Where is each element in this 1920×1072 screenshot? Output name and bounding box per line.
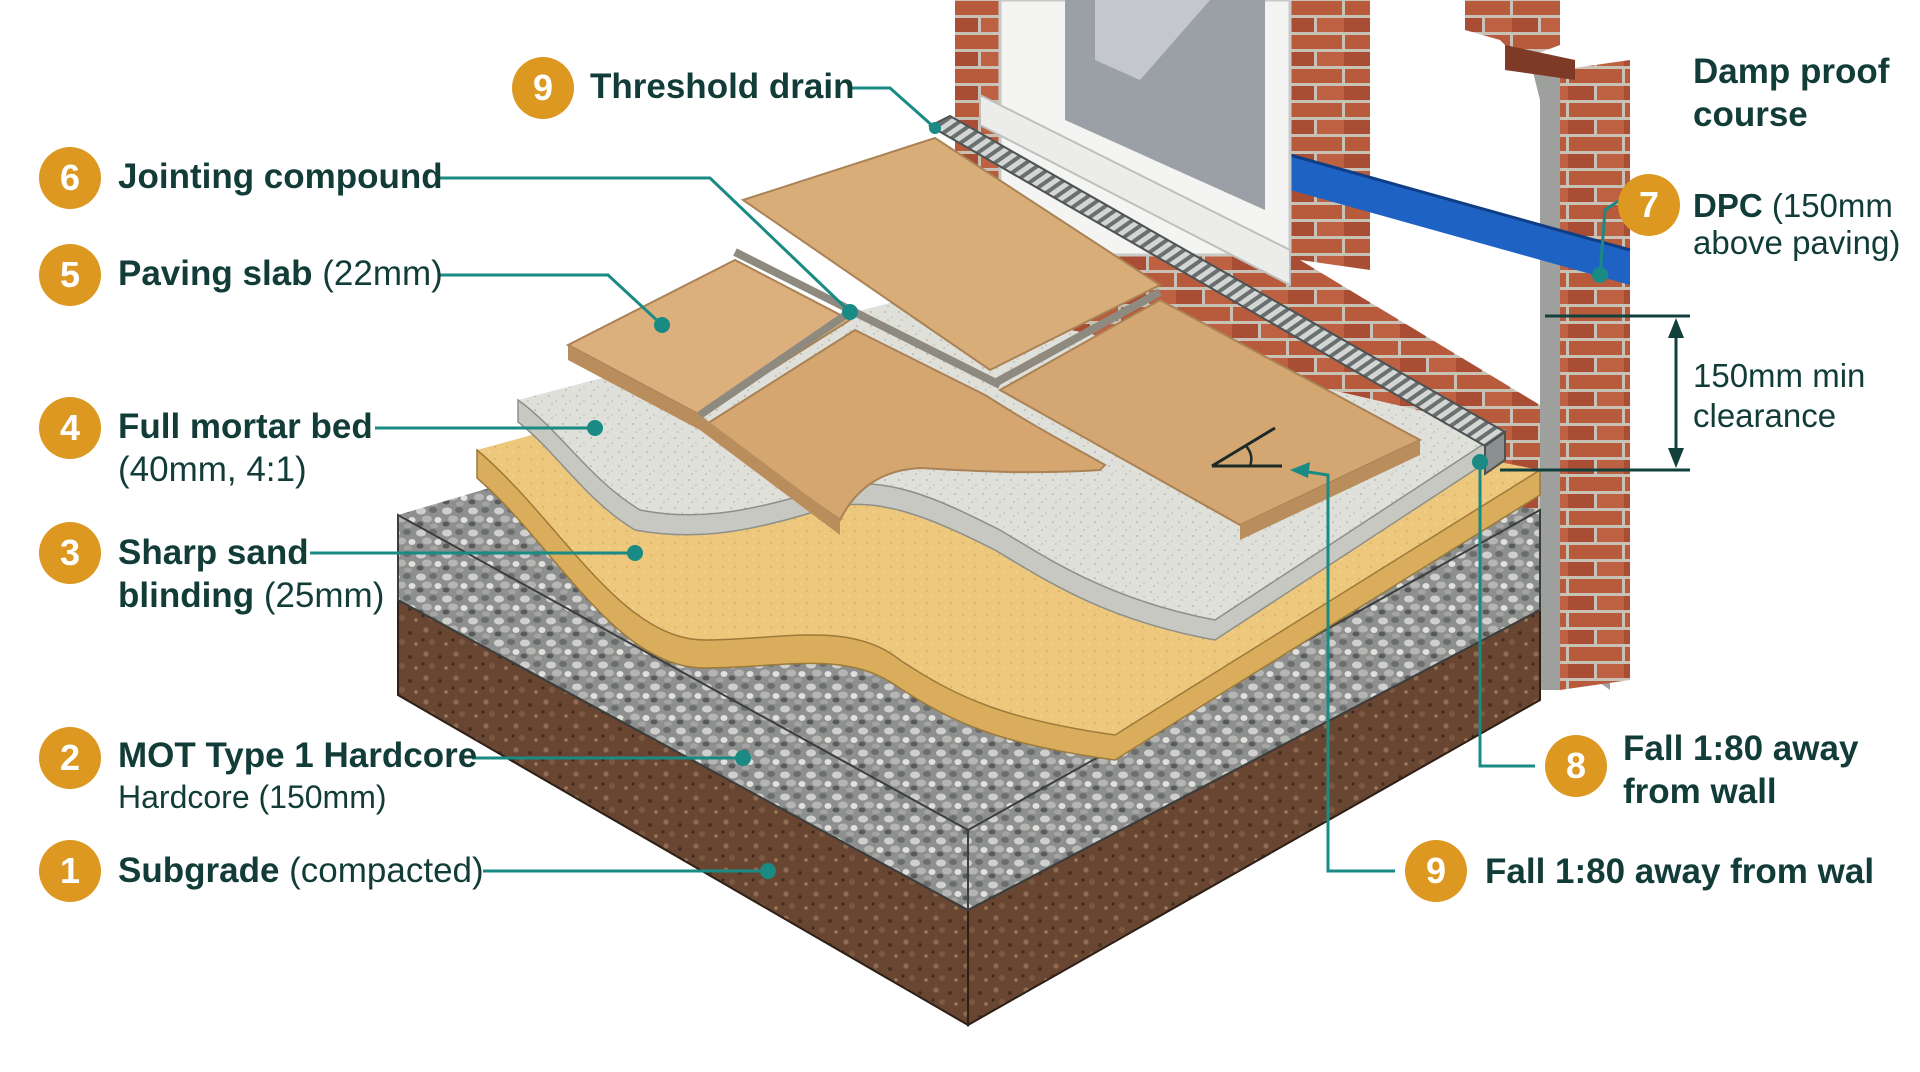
label-dpc-title: DPC xyxy=(1693,187,1763,224)
brick-stepped-top xyxy=(1465,0,1560,60)
label-damp-proof-course-line-2: course xyxy=(1693,94,1808,134)
paving-joint xyxy=(733,248,1002,389)
window xyxy=(979,0,1292,287)
dpc-band xyxy=(1290,155,1630,285)
label-dpc: DPC (150mm above paving) xyxy=(1693,186,1900,264)
label-paving-slab-title: Paving slab xyxy=(118,254,313,293)
paving-slabs xyxy=(565,136,1423,540)
label-paving-slab: Paving slab (22mm) xyxy=(118,253,443,296)
dpc-band-edge xyxy=(1289,153,1631,252)
label-paving-slab-detail: (22mm) xyxy=(322,254,443,293)
label-fall-wall-line-1: Fall 1:80 away xyxy=(1623,729,1859,768)
label-hardcore: MOT Type 1 Hardcore Hardcore (150mm) xyxy=(118,735,477,817)
label-mortar-bed-title: Full mortar bed xyxy=(118,407,373,446)
callout-badge-subgrade: 1 xyxy=(39,840,101,902)
label-damp-proof-course: Damp proof course xyxy=(1693,51,1889,136)
label-fall-drain: Fall 1:80 away from wal xyxy=(1485,851,1874,894)
label-subgrade-title: Subgrade xyxy=(118,851,280,890)
fall-symbol xyxy=(1245,445,1253,467)
label-threshold-drain: Threshold drain xyxy=(590,66,854,109)
callout-badge-paving: 5 xyxy=(39,244,101,306)
leader-dot xyxy=(1592,267,1608,283)
label-dpc-detail: (150mm xyxy=(1771,187,1893,224)
paving-slab-front xyxy=(703,328,1107,522)
paving-joint xyxy=(993,288,1162,387)
paving-joint xyxy=(697,308,853,419)
paving-slab-thickness-right xyxy=(1240,440,1420,540)
leader-dpc xyxy=(1598,198,1621,276)
brick-cap-shadow xyxy=(1505,45,1575,80)
leader-dot xyxy=(627,545,643,561)
callout-badge-hardcore: 2 xyxy=(39,727,101,789)
leader-jointing xyxy=(438,176,852,314)
label-sharp-sand-title-2: blinding xyxy=(118,575,255,615)
brick-wall-face-right xyxy=(1300,0,1370,270)
window-sill xyxy=(979,93,1291,287)
label-hardcore-detail: Hardcore (150mm) xyxy=(118,778,387,815)
hardcore-side xyxy=(967,508,1541,912)
callout-badge-dpc: 7 xyxy=(1618,174,1680,236)
callout-badge-fall-wall: 8 xyxy=(1545,735,1607,797)
threshold-drain xyxy=(927,114,1507,476)
label-clearance: 150mm min clearance xyxy=(1693,356,1865,437)
dimension-arrow-up xyxy=(1668,318,1684,338)
label-mortar-bed-detail: (40mm, 4:1) xyxy=(118,449,307,489)
leader-threshold xyxy=(850,86,936,130)
leader-dot xyxy=(929,122,941,134)
leader-lines xyxy=(310,86,1621,873)
label-fall-wall-line-2: from wall xyxy=(1623,771,1777,811)
label-clearance-line-1: 150mm min xyxy=(1693,357,1866,394)
callout-badge-fall-drain: 9 xyxy=(1405,840,1467,902)
leader-dot xyxy=(760,863,776,879)
leader-dot xyxy=(1472,454,1488,470)
callout-badge-threshold: 9 xyxy=(512,57,574,119)
label-dpc-detail-2: above paving) xyxy=(1693,224,1901,262)
label-jointing-compound-title: Jointing compound xyxy=(118,157,443,196)
label-subgrade: Subgrade (compacted) xyxy=(118,850,484,893)
leader-fall-wall xyxy=(1478,462,1535,768)
label-sharp-sand-detail: (25mm) xyxy=(263,575,385,615)
label-sharp-sand-title: Sharp sand xyxy=(118,533,309,572)
label-hardcore-title: MOT Type 1 Hardcore xyxy=(118,736,478,775)
leader-dot xyxy=(654,317,670,333)
brick-wall-outer-leaf xyxy=(1560,60,1630,690)
label-clearance-line-2: clearance xyxy=(1693,397,1837,435)
label-threshold-drain-title: Threshold drain xyxy=(590,67,855,106)
label-fall-wall: Fall 1:80 away from wall xyxy=(1623,728,1858,813)
leader-dots xyxy=(587,122,1608,879)
label-jointing-compound: Jointing compound xyxy=(118,156,443,199)
dimension-arrow-down xyxy=(1668,448,1684,468)
callout-badge-jointing: 6 xyxy=(39,147,101,209)
label-mortar-bed: Full mortar bed (40mm, 4:1) xyxy=(118,406,373,491)
callout-badge-sand: 3 xyxy=(39,522,101,584)
label-damp-proof-course-line-1: Damp proof xyxy=(1693,52,1890,91)
paving-slab-thickness xyxy=(568,345,840,535)
label-sharp-sand: Sharp sand blinding (25mm) xyxy=(118,532,384,617)
leader-dot xyxy=(735,750,751,766)
label-fall-drain-title: Fall 1:80 away from wal xyxy=(1485,852,1875,891)
window-glass-highlight xyxy=(1095,0,1210,80)
label-subgrade-detail: (compacted) xyxy=(289,851,484,890)
clearance-dimension xyxy=(1500,314,1690,472)
fall-symbol xyxy=(1211,426,1276,468)
leader-paving xyxy=(438,273,664,327)
leader-dot xyxy=(842,304,858,320)
leader-dot xyxy=(587,420,603,436)
paving-slab-back xyxy=(740,136,1163,372)
leader-arrowhead xyxy=(1290,462,1310,478)
callout-badge-mortar: 4 xyxy=(39,397,101,459)
leader-fall-drain xyxy=(1294,468,1395,873)
